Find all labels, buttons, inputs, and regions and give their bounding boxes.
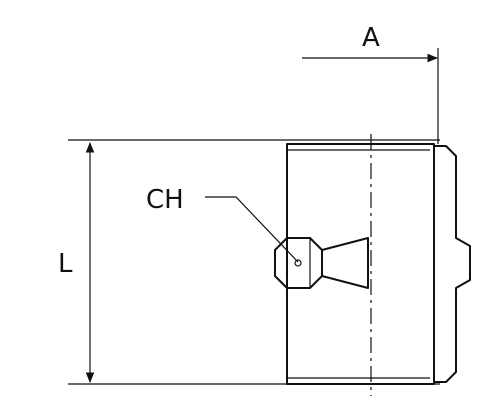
section-hatch (433, 145, 471, 383)
dimension-a-label: A (362, 23, 380, 53)
ch-leader (205, 196, 299, 263)
hex-socket (274, 237, 369, 289)
callout-ch-label: CH (146, 185, 184, 215)
dimension-l-label: L (58, 249, 73, 279)
fitting-body (286, 134, 435, 396)
